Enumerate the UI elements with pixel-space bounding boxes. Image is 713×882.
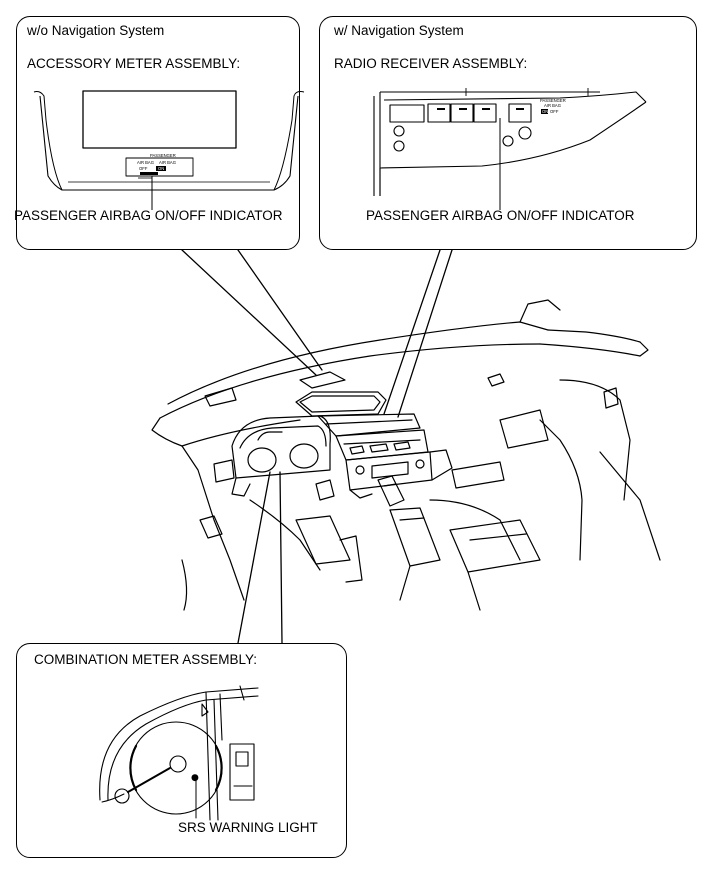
radio-knob — [393, 125, 405, 137]
center-stack — [295, 391, 453, 507]
preset-button — [473, 103, 497, 123]
callout-radio-receiver — [319, 16, 697, 250]
panel-airbag-text: AIR BAG — [544, 103, 561, 108]
fuel-gauge-panel — [229, 743, 255, 801]
panel-airbag-text-1: AIR BAG — [137, 160, 154, 165]
meter-cluster — [213, 415, 335, 501]
turn-signal-icon — [201, 703, 209, 717]
assembly-label: COMBINATION METER ASSEMBLY: — [34, 652, 258, 667]
panel-airbag-text-2: AIR BAG — [159, 160, 176, 165]
airbag-indicator-panel — [125, 157, 194, 177]
lower-dash — [181, 379, 661, 611]
on-indicator-lamp — [156, 166, 166, 171]
radio-display — [389, 104, 425, 123]
leader-lines — [181, 249, 453, 644]
preset-button — [427, 103, 451, 123]
dash-top — [151, 299, 649, 447]
panel-on-text: ON — [158, 166, 165, 171]
on-indicator-lamp — [541, 109, 548, 114]
callout-accessory-meter — [16, 16, 300, 250]
preset-button — [508, 103, 532, 123]
indicator-label: PASSENGER AIRBAG ON/OFF INDICATOR — [366, 208, 635, 223]
radio-knob — [518, 126, 532, 140]
panel-passenger-text: PASSENGER — [540, 98, 566, 103]
callout-combination-meter — [16, 643, 347, 858]
warning-label: SRS WARNING LIGHT — [178, 820, 318, 835]
trip-knob — [114, 788, 130, 804]
condition-label: w/ Navigation System — [334, 23, 464, 38]
assembly-label: ACCESSORY METER ASSEMBLY: — [27, 56, 241, 71]
radio-knob — [393, 140, 405, 152]
gauge-hub — [169, 755, 187, 773]
preset-button — [450, 103, 474, 123]
srs-warning-icon: ● — [191, 773, 199, 783]
assembly-label: RADIO RECEIVER ASSEMBLY: — [334, 56, 528, 71]
panel-on-text: ON — [542, 109, 549, 114]
panel-header-text: PASSENGER — [150, 153, 176, 158]
indicator-label: PASSENGER AIRBAG ON/OFF INDICATOR — [14, 208, 283, 223]
panel-off-text: OFF — [550, 109, 559, 114]
panel-off-text: OFF — [139, 166, 148, 171]
radio-knob — [502, 135, 514, 147]
condition-label: w/o Navigation System — [27, 23, 165, 38]
display-screen — [82, 90, 237, 149]
